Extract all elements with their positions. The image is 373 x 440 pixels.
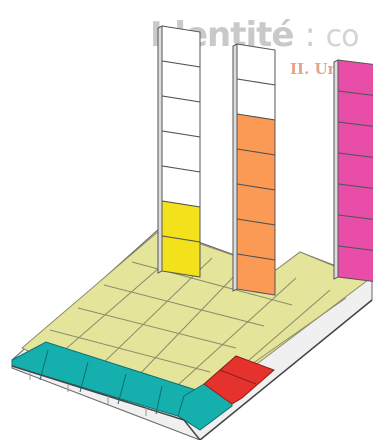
columns-group xyxy=(158,26,373,295)
yellow-column-cell xyxy=(162,166,200,207)
magenta-column-cell xyxy=(338,184,373,220)
orange-column-cell xyxy=(237,114,275,155)
magenta-column-cell xyxy=(338,60,373,96)
yellow-column-cell xyxy=(162,131,200,172)
yellow-column xyxy=(158,26,200,277)
yellow-column-cell xyxy=(162,236,200,277)
orange-column-cell xyxy=(237,44,275,85)
yellow-column-cell xyxy=(162,61,200,102)
orange-column-cell xyxy=(237,184,275,225)
magenta-column-cell xyxy=(338,153,373,189)
orange-column xyxy=(233,44,275,295)
magenta-column xyxy=(334,60,373,282)
yellow-column-side xyxy=(158,26,162,273)
magenta-column-side xyxy=(334,60,338,279)
orange-column-cell xyxy=(237,79,275,120)
magenta-column-cell xyxy=(338,246,373,282)
orange-column-cell xyxy=(237,219,275,260)
orange-column-cell xyxy=(237,149,275,190)
orange-column-side xyxy=(233,44,237,291)
magenta-column-cell xyxy=(338,122,373,158)
yellow-column-cell xyxy=(162,96,200,137)
yellow-column-cell xyxy=(162,201,200,242)
magenta-column-cell xyxy=(338,91,373,127)
magenta-column-cell xyxy=(338,215,373,251)
orange-column-cell xyxy=(237,254,275,295)
yellow-column-cell xyxy=(162,26,200,67)
